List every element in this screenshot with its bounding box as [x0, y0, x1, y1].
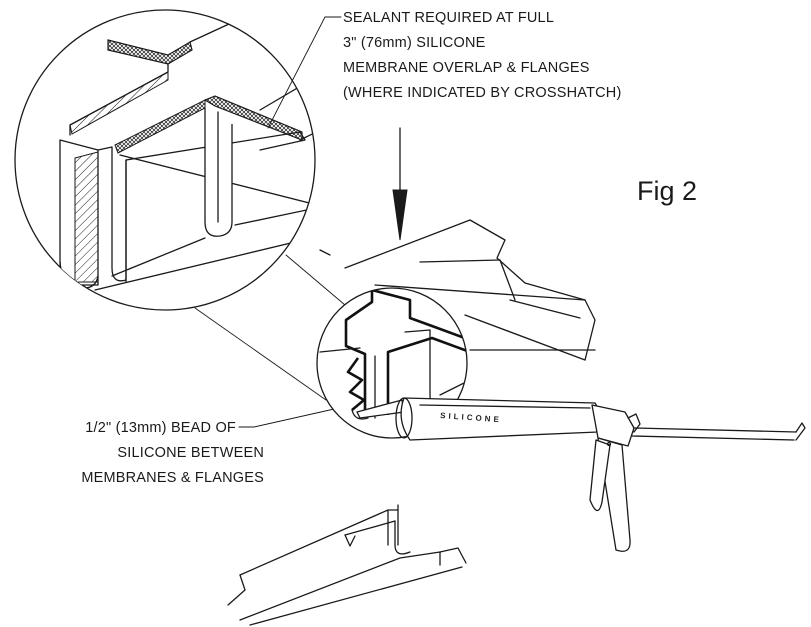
- bead-callout: 1/2" (13mm) BEAD OF SILICONE BETWEEN MEM…: [81, 404, 353, 486]
- upper-sealant-strip: [107, 39, 193, 65]
- caulk-gun-icon: SILICONE: [356, 397, 806, 552]
- gun-trigger: [589, 439, 611, 512]
- sealant-callout-line-1: SEALANT REQUIRED AT FULL: [343, 10, 554, 26]
- detail-connector-bottom: [194, 307, 327, 401]
- membrane-edge: [371, 288, 467, 415]
- enlarged-detail: [14, 9, 316, 311]
- center-channel: [97, 146, 127, 282]
- enlarged-detail-circle: [14, 9, 316, 311]
- sealant-callout-line-3: MEMBRANE OVERLAP & FLANGES: [343, 60, 590, 76]
- right-sealant-strip: [203, 95, 303, 141]
- sealant-leader-line: [267, 16, 342, 129]
- break-line-top: [469, 219, 586, 301]
- sealant-callout-line-4: (WHERE INDICATED BY CROSSHATCH): [343, 85, 622, 101]
- bead-callout-line-3: MEMBRANES & FLANGES: [81, 470, 264, 486]
- sealant-callout-line-2: 3" (76mm) SILICONE: [343, 35, 486, 51]
- plunger-rod: [633, 427, 797, 433]
- zigzag-break: [346, 357, 366, 411]
- membrane-assembly: [319, 219, 596, 361]
- detail-connector-top: [285, 254, 346, 306]
- cartridge-label: SILICONE: [440, 411, 502, 424]
- bead-callout-line-1: 1/2" (13mm) BEAD OF: [85, 420, 236, 436]
- bead-leader-line: [238, 404, 353, 428]
- break-line-right: [584, 299, 596, 361]
- figure-label: Fig 2: [637, 176, 697, 206]
- arrow-down-icon: [392, 127, 408, 241]
- bead-callout-line-2: SILICONE BETWEEN: [117, 445, 264, 461]
- sealant-callout: SEALANT REQUIRED AT FULL 3" (76mm) SILIC…: [267, 10, 622, 129]
- gun-frame: [591, 404, 635, 447]
- lower-flange-section: [227, 504, 467, 626]
